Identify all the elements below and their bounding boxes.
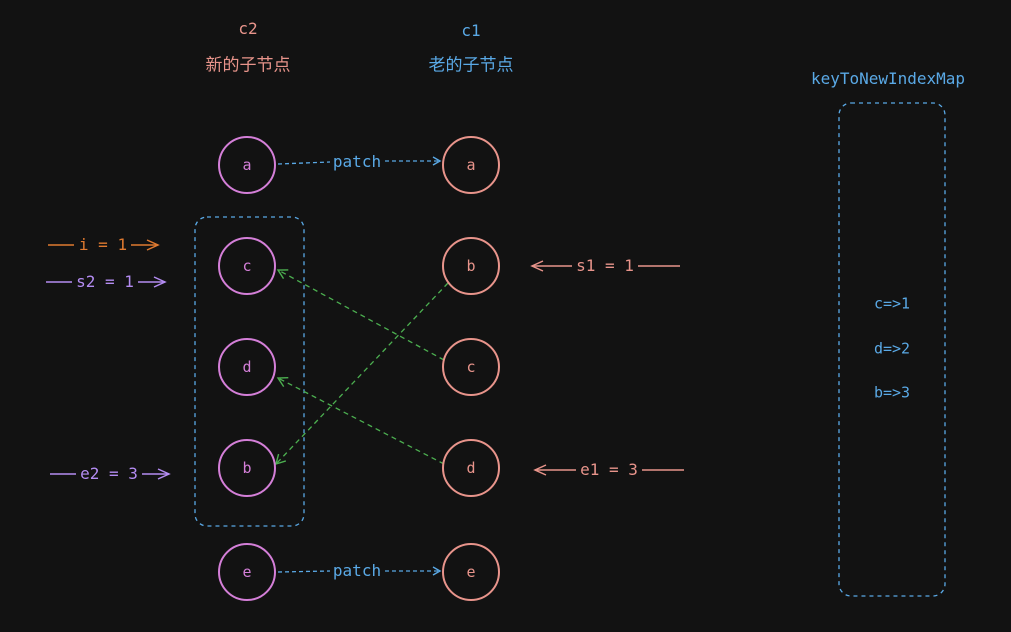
new-node-c: c (218, 237, 276, 295)
edge-old-d-to-new-d (276, 377, 445, 465)
moved-nodes-group-box (194, 216, 305, 527)
pointer-e2-label: e2 = 3 (80, 464, 138, 483)
new-node-b-label: b (242, 459, 251, 477)
map-entry-b: b=>3 (873, 383, 911, 402)
new-node-e: e (218, 543, 276, 601)
edge-old-c-to-new-c (276, 269, 445, 361)
c1-caption: 老的子节点 (428, 55, 514, 76)
pointer-e1-label: e1 = 3 (580, 460, 638, 479)
c1-header: c1 (461, 21, 481, 40)
old-node-c-label: c (466, 358, 475, 376)
old-node-b-label: b (466, 257, 475, 275)
new-node-a-label: a (242, 156, 251, 174)
c2-header: c2 (238, 19, 258, 38)
patch-edge-e (277, 570, 331, 573)
pointer-s2-label: s2 = 1 (76, 272, 134, 291)
edge-old-b-to-new-b (275, 282, 449, 466)
old-node-e-label: e (466, 563, 475, 581)
old-node-a-label: a (466, 156, 475, 174)
c2-caption: 新的子节点 (205, 55, 291, 76)
new-node-c-label: c (242, 257, 251, 275)
key-to-new-index-map-box (838, 102, 946, 597)
old-node-d: d (442, 439, 500, 497)
old-node-c: c (442, 338, 500, 396)
pointer-i-label: i = 1 (78, 235, 128, 254)
map-entry-c: c=>1 (873, 294, 911, 313)
patch-label-top: patch (332, 152, 382, 171)
map-title: keyToNewIndexMap (810, 69, 966, 88)
map-entry-d: d=>2 (873, 339, 911, 358)
old-node-e: e (442, 543, 500, 601)
new-node-b: b (218, 439, 276, 497)
new-node-d-label: d (242, 358, 251, 376)
pointer-s1-label: s1 = 1 (576, 256, 634, 275)
new-node-e-label: e (242, 563, 251, 581)
new-node-a: a (218, 136, 276, 194)
old-node-b: b (442, 237, 500, 295)
patch-label-bottom: patch (332, 561, 382, 580)
new-node-d: d (218, 338, 276, 396)
old-node-a: a (442, 136, 500, 194)
patch-edge-a (277, 161, 331, 165)
old-node-d-label: d (466, 459, 475, 477)
